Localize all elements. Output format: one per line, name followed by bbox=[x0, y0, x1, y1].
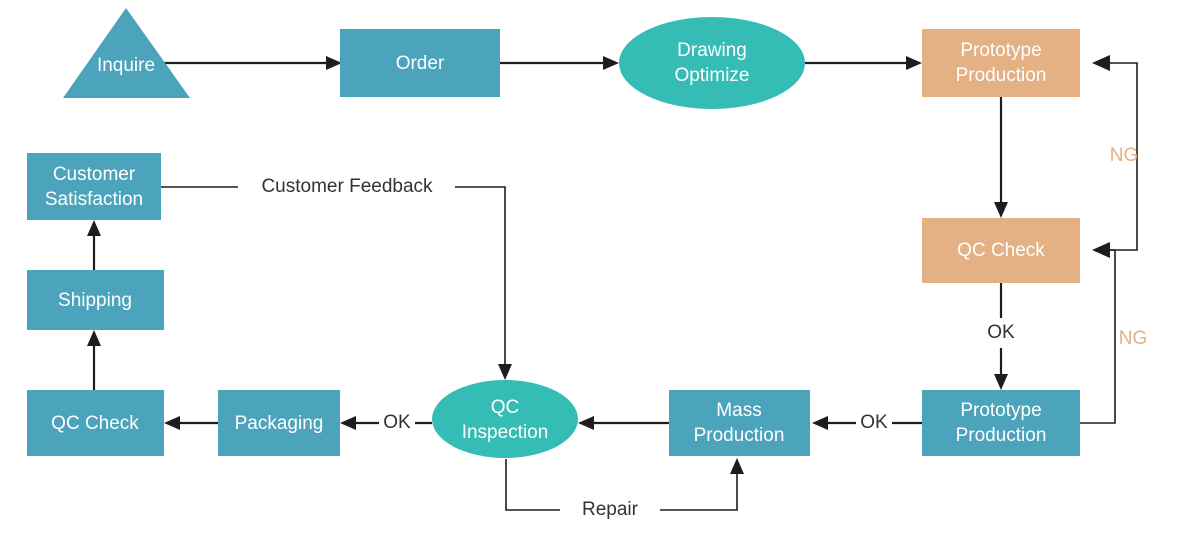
node-shipping[interactable]: Shipping bbox=[27, 270, 164, 330]
edge-label-ng-bottom: NG bbox=[1119, 328, 1148, 349]
node-inquire[interactable]: Inquire bbox=[63, 8, 190, 98]
edge-label-ok-inspection-to-packaging: OK bbox=[383, 412, 411, 433]
node-order[interactable]: Order bbox=[340, 29, 500, 97]
node-prototype-production-bottom-label-line2: Production bbox=[956, 425, 1047, 446]
node-packaging[interactable]: Packaging bbox=[218, 390, 340, 456]
edge-shipping-to-customer-satisfaction bbox=[87, 220, 101, 270]
node-drawing-optimize[interactable]: Drawing Optimize bbox=[619, 17, 805, 109]
node-prototype-production-top[interactable]: Prototype Production bbox=[922, 29, 1080, 97]
edge-qc-check-left-to-shipping bbox=[87, 330, 101, 390]
edge-label-repair: Repair bbox=[582, 499, 639, 520]
node-qc-check-left-label: QC Check bbox=[51, 413, 139, 434]
edge-customer-feedback: Customer Feedback bbox=[161, 176, 512, 380]
edge-ng-prototype-bottom-to-qc-check: NG bbox=[1080, 242, 1148, 424]
edge-order-to-drawing-optimize bbox=[500, 56, 619, 70]
edge-qc-inspection-to-packaging: OK bbox=[340, 412, 432, 433]
node-packaging-label: Packaging bbox=[235, 413, 324, 434]
edge-mass-production-to-qc-inspection bbox=[578, 416, 669, 430]
node-customer-satisfaction-label-line1: Customer bbox=[53, 164, 136, 185]
node-customer-satisfaction[interactable]: Customer Satisfaction bbox=[27, 153, 161, 220]
node-drawing-optimize-label-line2: Optimize bbox=[675, 65, 750, 86]
node-prototype-production-bottom-label-line1: Prototype bbox=[960, 400, 1041, 421]
node-qc-inspection-label-line2: Inspection bbox=[462, 422, 549, 443]
edge-prototype-top-to-qc-check-right bbox=[994, 97, 1008, 218]
node-mass-production-label-line2: Production bbox=[694, 425, 785, 446]
edge-qc-check-right-to-prototype-bottom: OK bbox=[987, 283, 1015, 390]
edge-repair: Repair bbox=[505, 458, 744, 520]
edge-prototype-bottom-to-mass-production: OK bbox=[812, 412, 922, 433]
edge-packaging-to-qc-check-left bbox=[164, 416, 218, 430]
node-prototype-production-bottom[interactable]: Prototype Production bbox=[922, 390, 1080, 456]
node-inquire-label: Inquire bbox=[97, 55, 155, 76]
node-qc-check-right-label: QC Check bbox=[957, 240, 1045, 261]
node-order-label: Order bbox=[396, 53, 445, 74]
node-drawing-optimize-label-line1: Drawing bbox=[677, 40, 747, 61]
edge-label-ok-qc-check-right: OK bbox=[987, 322, 1015, 343]
node-qc-check-left[interactable]: QC Check bbox=[27, 390, 164, 456]
node-prototype-production-top-label-line1: Prototype bbox=[960, 40, 1041, 61]
node-qc-check-right[interactable]: QC Check bbox=[922, 218, 1080, 283]
node-qc-inspection[interactable]: QC Inspection bbox=[432, 380, 578, 458]
node-qc-inspection-label-line1: QC bbox=[491, 397, 520, 418]
edge-ng-qc-check-to-prototype-top: NG bbox=[1092, 55, 1139, 251]
node-prototype-production-top-label-line2: Production bbox=[956, 65, 1047, 86]
node-customer-satisfaction-label-line2: Satisfaction bbox=[45, 189, 143, 210]
edge-label-customer-feedback: Customer Feedback bbox=[261, 176, 433, 197]
node-mass-production-label-line1: Mass bbox=[716, 400, 761, 421]
node-mass-production[interactable]: Mass Production bbox=[669, 390, 810, 456]
edge-label-ok-prototype-to-mass: OK bbox=[860, 412, 888, 433]
edge-drawing-optimize-to-prototype-top bbox=[805, 56, 922, 70]
edge-label-ng-top: NG bbox=[1110, 145, 1139, 166]
edge-inquire-to-order bbox=[150, 56, 342, 70]
node-shipping-label: Shipping bbox=[58, 290, 132, 311]
